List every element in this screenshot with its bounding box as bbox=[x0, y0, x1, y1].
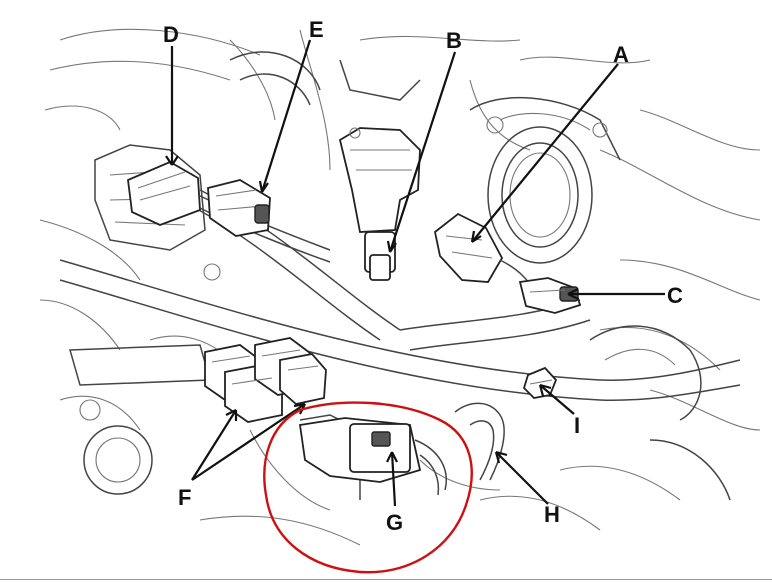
leader-lines bbox=[165, 39, 665, 507]
label-F: F bbox=[178, 485, 191, 510]
label-B: B bbox=[446, 28, 462, 53]
highlight-circle bbox=[263, 401, 473, 574]
label-G: G bbox=[386, 510, 403, 535]
callout-labels: D E B A C I F G H bbox=[163, 17, 683, 535]
engine-outline bbox=[39, 28, 761, 546]
bottom-divider bbox=[0, 579, 772, 580]
connector-G bbox=[298, 417, 447, 496]
label-I: I bbox=[574, 413, 580, 438]
label-C: C bbox=[667, 283, 683, 308]
connector-A bbox=[434, 212, 535, 293]
label-D: D bbox=[163, 22, 179, 47]
connector-E bbox=[207, 179, 271, 237]
label-H: H bbox=[544, 502, 560, 527]
connectors-F bbox=[204, 337, 327, 423]
hose-H bbox=[454, 402, 505, 481]
label-A: A bbox=[613, 42, 629, 67]
label-E: E bbox=[309, 17, 324, 42]
sensor-B bbox=[338, 127, 421, 281]
